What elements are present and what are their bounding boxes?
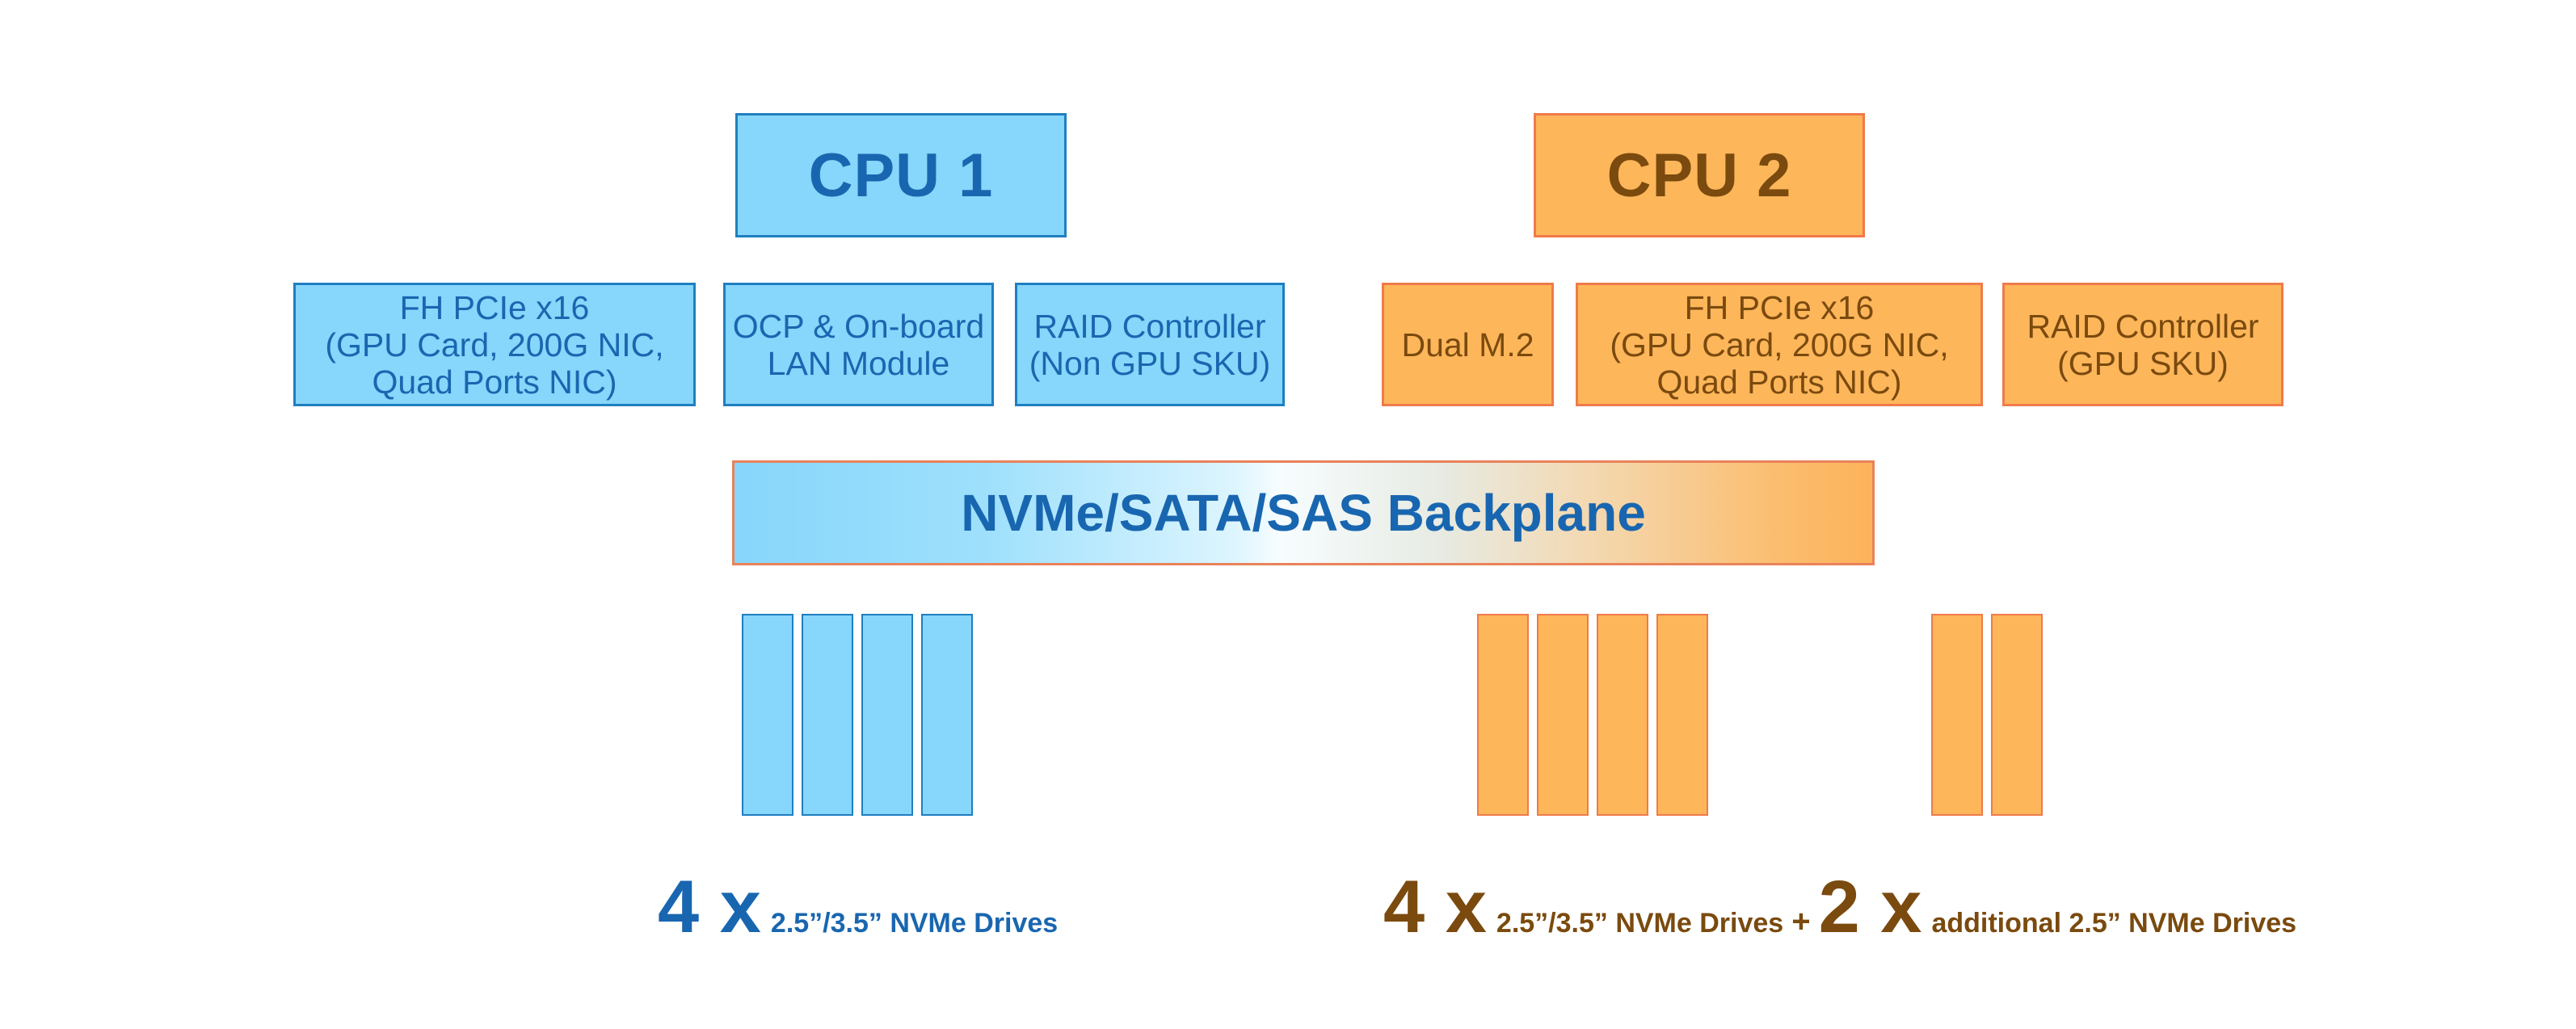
backplane-label: NVMe/SATA/SAS Backplane	[961, 484, 1646, 542]
cpu1-module-ocp: OCP & On-board LAN Module	[723, 283, 994, 406]
cpu1-label: CPU 1	[808, 141, 994, 210]
cpu1-drive-caption: 4 x 2.5”/3.5” NVMe Drives	[658, 866, 1059, 948]
cpu1-box: CPU 1	[735, 113, 1067, 237]
cpu2-drive-count: 4 x	[1383, 866, 1487, 948]
cpu2-module-raid-label: RAID Controller (GPU SKU)	[2027, 307, 2259, 382]
cpu1-module-pcie-label: FH PCIe x16 (GPU Card, 200G NIC, Quad Po…	[325, 288, 664, 401]
cpu2-drive	[1537, 614, 1589, 816]
cpu2-module-raid: RAID Controller (GPU SKU)	[2002, 283, 2283, 406]
cpu1-drive-text: 2.5”/3.5” NVMe Drives	[770, 908, 1059, 939]
cpu2-additional-count: 2 x	[1818, 866, 1922, 948]
cpu2-drive-text: 2.5”/3.5” NVMe Drives	[1496, 908, 1784, 939]
cpu1-module-raid: RAID Controller (Non GPU SKU)	[1015, 283, 1285, 406]
cpu2-label: CPU 2	[1606, 141, 1792, 210]
cpu2-module-m2: Dual M.2	[1382, 283, 1554, 406]
cpu1-module-raid-label: RAID Controller (Non GPU SKU)	[1029, 307, 1271, 382]
cpu1-drive	[742, 614, 793, 816]
cpu2-module-pcie: FH PCIe x16 (GPU Card, 200G NIC, Quad Po…	[1576, 283, 1983, 406]
cpu2-drive-caption: 4 x 2.5”/3.5” NVMe Drives + 2 x addition…	[1383, 866, 2297, 948]
backplane-bar: NVMe/SATA/SAS Backplane	[732, 460, 1875, 565]
cpu2-additional-text: additional 2.5” NVMe Drives	[1931, 908, 2297, 939]
cpu2-module-m2-label: Dual M.2	[1401, 326, 1534, 363]
cpu2-additional-drive	[1931, 614, 1983, 816]
cpu2-box: CPU 2	[1534, 113, 1865, 237]
cpu1-drive	[802, 614, 853, 816]
cpu1-drive-count: 4 x	[658, 866, 761, 948]
cpu2-module-pcie-label: FH PCIe x16 (GPU Card, 200G NIC, Quad Po…	[1610, 288, 1949, 401]
cpu1-module-ocp-label: OCP & On-board LAN Module	[732, 307, 985, 382]
cpu2-drive	[1597, 614, 1648, 816]
cpu1-drive	[861, 614, 913, 816]
cpu2-drive	[1656, 614, 1708, 816]
cpu2-drive	[1477, 614, 1529, 816]
caption-plus: +	[1791, 904, 1811, 939]
cpu2-additional-drive	[1991, 614, 2043, 816]
cpu1-module-pcie: FH PCIe x16 (GPU Card, 200G NIC, Quad Po…	[293, 283, 696, 406]
cpu1-drive	[921, 614, 973, 816]
